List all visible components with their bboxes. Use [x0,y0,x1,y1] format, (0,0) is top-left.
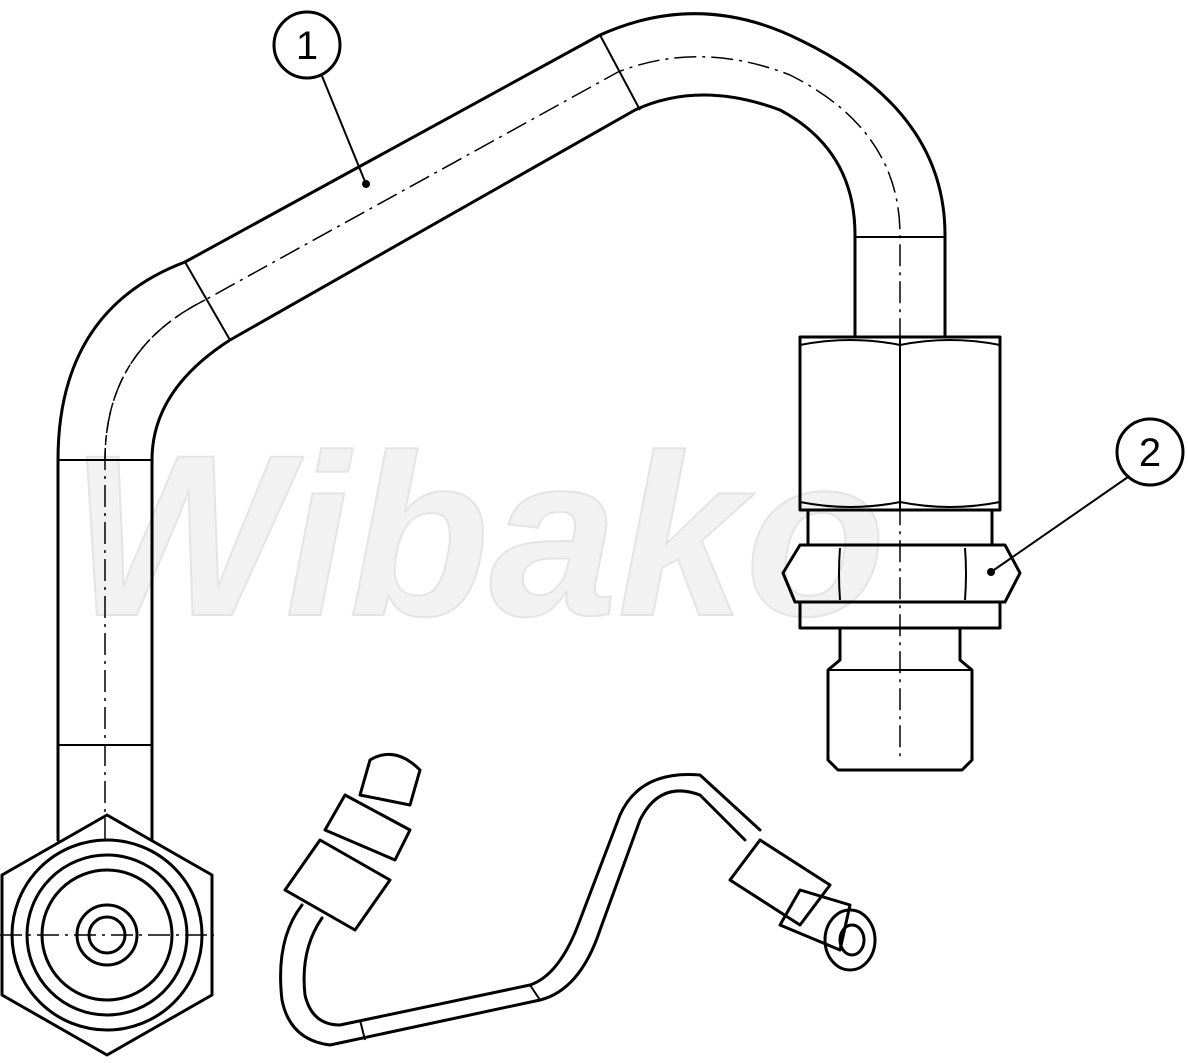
balloon-1: 1 [272,10,370,188]
isometric-preview [279,752,877,1047]
pipe [56,12,947,842]
fitting [781,335,1022,772]
watermark: Wibako [70,407,886,664]
balloon-1-label: 1 [296,24,318,68]
balloon-2: 2 [987,417,1185,576]
balloon-2-label: 2 [1139,431,1161,475]
hex-end-view [0,813,214,1057]
